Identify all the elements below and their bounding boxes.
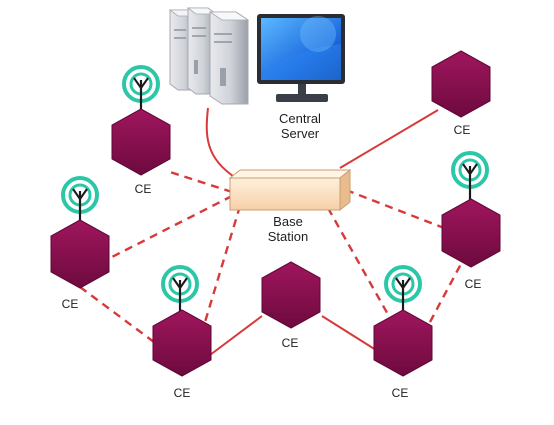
link-ce-bottom-left-to-ce-bottom-middle <box>209 315 263 356</box>
ce-label: CE <box>454 123 471 137</box>
ce-hexagon <box>373 309 433 377</box>
link-base-to-ce-bottom-left <box>203 205 242 323</box>
central-server-icon <box>168 7 345 105</box>
base-station-label-line2: Station <box>268 229 308 244</box>
ce-node: CE <box>50 176 110 311</box>
antenna-icon <box>122 65 160 113</box>
base-station-box-icon <box>228 168 352 212</box>
ce-label: CE <box>465 277 482 291</box>
ce-hexagon <box>431 50 491 118</box>
link-ce-bottom-middle-to-ce-bottom-right <box>321 315 377 351</box>
ce-node: CE <box>261 261 321 350</box>
server-tower-icon <box>208 11 250 105</box>
ce-node: CE <box>373 265 433 400</box>
ce-hexagon <box>50 219 110 289</box>
link-ce-left-to-ce-bottom-left <box>79 286 159 346</box>
ce-label: CE <box>135 182 152 196</box>
ce-label: CE <box>62 297 79 311</box>
ce-node: CE <box>431 50 491 137</box>
link-base-station-to-ce-top-right <box>339 109 439 169</box>
central-server-label-line1: Central <box>279 111 321 126</box>
link-base-to-ce-right <box>345 188 445 230</box>
central-server-label-line2: Server <box>281 126 320 141</box>
solid-links <box>205 107 439 356</box>
base-station-label-line1: Base <box>273 214 303 229</box>
link-ce-bottom-right-to-ce-right <box>428 261 464 323</box>
ce-hexagon <box>111 108 171 176</box>
monitor-icon <box>257 14 345 102</box>
antenna-icon <box>161 265 199 314</box>
ce-label: CE <box>174 386 191 400</box>
ce-node: CE <box>441 151 501 291</box>
ce-label: CE <box>282 336 299 350</box>
ce-hexagon <box>261 261 321 329</box>
dashed-links <box>79 170 464 346</box>
link-server-to-base-station <box>205 107 237 179</box>
ce-label: CE <box>392 386 409 400</box>
ce-hexagon <box>152 309 212 377</box>
antenna-icon <box>61 176 99 225</box>
ce-node: CE <box>152 265 212 400</box>
antenna-icon <box>384 265 422 314</box>
antenna-icon <box>451 151 489 200</box>
link-base-to-ce-left <box>109 194 233 260</box>
link-base-to-ce-left-upper <box>169 170 233 194</box>
ce-node: CE <box>111 65 171 196</box>
ce-hexagon <box>441 198 501 268</box>
link-base-to-ce-bottom-right <box>326 207 392 319</box>
